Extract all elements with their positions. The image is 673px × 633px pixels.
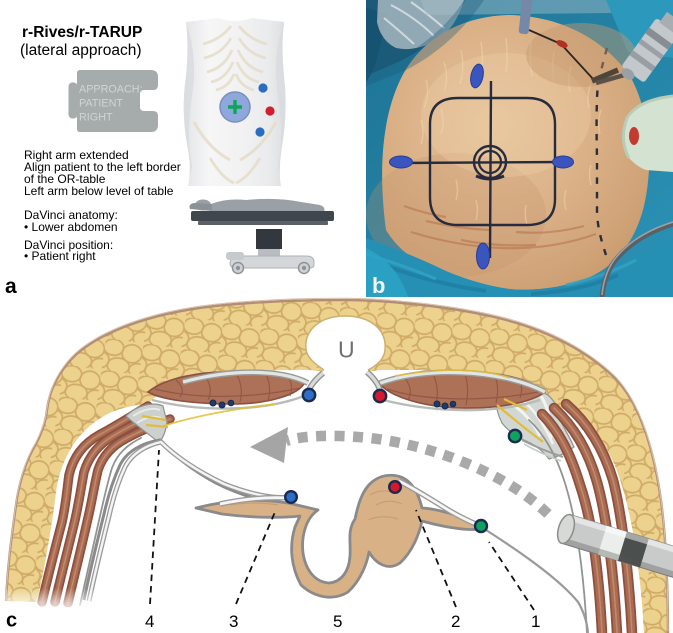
svg-text:3: 3 [229, 612, 238, 631]
svg-text:1: 1 [531, 612, 540, 631]
svg-text:5: 5 [333, 612, 342, 631]
svg-text:APPROACH:: APPROACH: [79, 84, 143, 96]
svg-text:4: 4 [145, 612, 154, 631]
svg-text:2: 2 [451, 612, 460, 631]
svg-text:c: c [6, 610, 17, 632]
svg-text:b: b [372, 273, 385, 297]
svg-text:PATIENT: PATIENT [79, 98, 123, 110]
svg-text:RIGHT: RIGHT [79, 112, 113, 124]
svg-text:U: U [338, 337, 355, 363]
